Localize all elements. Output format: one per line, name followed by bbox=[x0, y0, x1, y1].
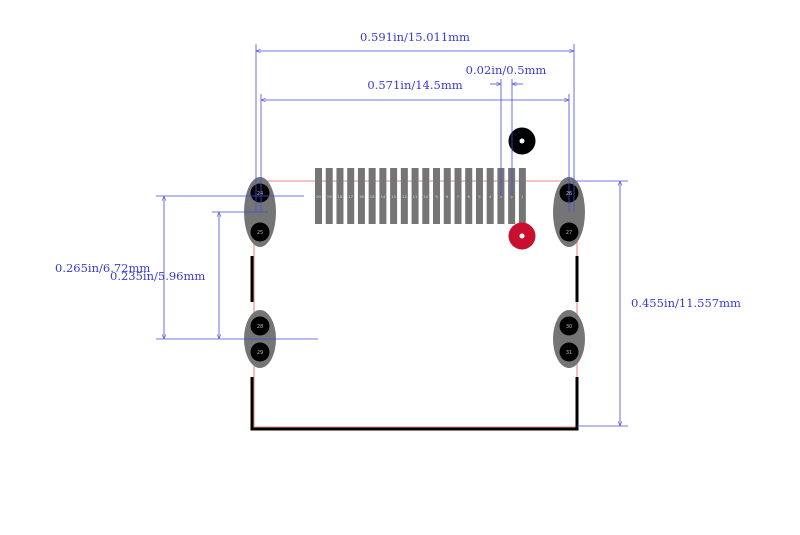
signal-pad bbox=[422, 168, 430, 224]
signal-pad bbox=[390, 168, 398, 224]
signal-pad-label: 16 bbox=[359, 194, 364, 199]
dimension-left-inner: 0.235in/5.96mm bbox=[110, 211, 268, 339]
signal-pad bbox=[347, 168, 355, 224]
silkscreen-outline bbox=[250, 256, 579, 431]
signal-pad-label: 2 bbox=[510, 194, 513, 199]
signal-pad bbox=[379, 168, 387, 224]
left-outer-label: 0.265in/6.72mm bbox=[55, 261, 150, 275]
signal-pad bbox=[454, 168, 462, 224]
signal-pad-label: 14 bbox=[380, 194, 385, 199]
pitch-label: 0.02in/0.5mm bbox=[466, 63, 547, 77]
overall-width-label: 0.591in/15.011mm bbox=[360, 30, 470, 44]
signal-pad bbox=[433, 168, 441, 224]
signal-pad bbox=[411, 168, 419, 224]
signal-pad bbox=[465, 168, 473, 224]
signal-pad-label: 4 bbox=[489, 194, 492, 199]
signal-pad-label: 8 bbox=[446, 194, 449, 199]
signal-pad bbox=[336, 168, 344, 224]
dimension-right-height: 0.455in/11.557mm bbox=[577, 180, 741, 427]
signal-pad-label: 5 bbox=[478, 194, 481, 199]
signal-pad bbox=[315, 168, 322, 224]
signal-pad-label: 19 bbox=[327, 194, 332, 199]
signal-pad bbox=[486, 168, 494, 224]
signal-pad bbox=[400, 168, 408, 224]
signal-pad-label: 10 bbox=[423, 194, 428, 199]
signal-pad-row: 20 19 18 17 16 15 14 13 12 11 10 9 8 7 6 5 4 3 2 1 bbox=[315, 168, 526, 224]
pad-span-label: 0.571in/14.5mm bbox=[367, 78, 462, 92]
dimension-pad-span: 0.571in/14.5mm bbox=[260, 78, 570, 212]
signal-pad-label: 3 bbox=[500, 194, 503, 199]
signal-pad-label: 11 bbox=[413, 194, 418, 199]
pad-24-label: 24 bbox=[257, 191, 263, 197]
pad-30-label: 30 bbox=[566, 324, 572, 330]
pad-27-label: 27 bbox=[566, 230, 572, 236]
pad-28-label: 28 bbox=[257, 324, 263, 330]
signal-pad-label: 20 bbox=[316, 194, 321, 199]
reference-hole-marker bbox=[508, 127, 536, 155]
signal-pad-label: 18 bbox=[338, 194, 343, 199]
signal-pad-label: 12 bbox=[402, 194, 407, 199]
signal-pad bbox=[368, 168, 376, 224]
signal-pad bbox=[518, 168, 526, 224]
dimension-overall-width: 0.591in/15.011mm bbox=[255, 30, 575, 212]
right-height-label: 0.455in/11.557mm bbox=[631, 296, 741, 310]
signal-pad-label: 7 bbox=[457, 194, 460, 199]
left-inner-label: 0.235in/5.96mm bbox=[110, 269, 205, 283]
mounting-pad-bottom-right: 30 31 bbox=[553, 310, 585, 368]
pad-25-label: 25 bbox=[257, 230, 263, 236]
signal-pad-label: 17 bbox=[348, 194, 353, 199]
pad-29-label: 29 bbox=[257, 350, 263, 356]
dimension-left-outer: 0.265in/6.72mm bbox=[55, 195, 318, 340]
dimension-pitch: 0.02in/0.5mm bbox=[466, 63, 547, 196]
signal-pad-label: 1 bbox=[521, 194, 524, 199]
signal-pad-label: 15 bbox=[370, 194, 375, 199]
pin1-marker bbox=[508, 222, 536, 250]
signal-pad bbox=[325, 168, 333, 224]
signal-pad-label: 9 bbox=[435, 194, 438, 199]
signal-pad bbox=[443, 168, 451, 224]
signal-pad bbox=[475, 168, 483, 224]
pad-31-label: 31 bbox=[566, 350, 572, 356]
signal-pad-label: 6 bbox=[468, 194, 471, 199]
signal-pad-label: 13 bbox=[391, 194, 396, 199]
signal-pad bbox=[357, 168, 365, 224]
